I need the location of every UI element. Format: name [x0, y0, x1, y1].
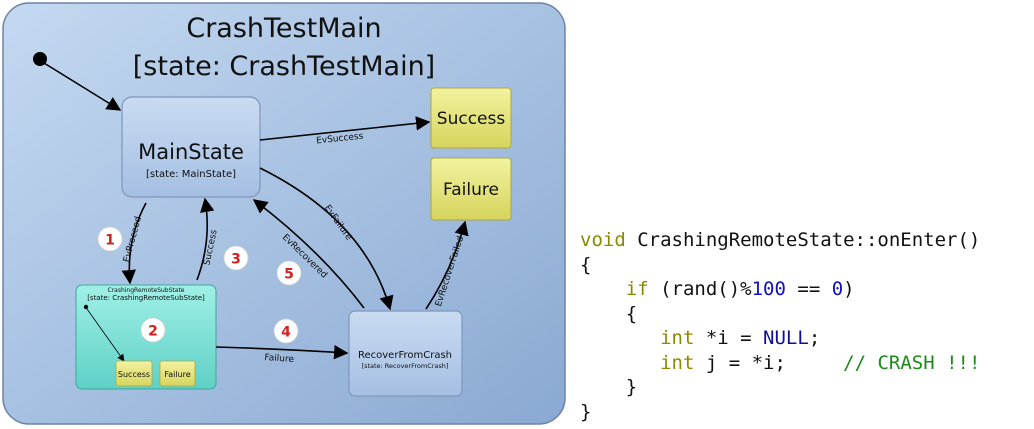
code-line-7: } — [580, 376, 637, 398]
code-text: { — [625, 302, 638, 325]
state-machine-diagram: CrashTestMain [state: CrashTestMain] Mai… — [2, 2, 566, 425]
code-line-8: } — [580, 400, 592, 423]
code-line-6: int j = *i; // CRASH !!! — [580, 352, 980, 374]
marker-1-label: 1 — [105, 233, 115, 249]
code-null: NULL — [763, 327, 809, 349]
failure-state-title: Failure — [443, 180, 499, 200]
sub-success-box[interactable] — [115, 360, 153, 387]
code-number: 100 — [751, 278, 786, 300]
main-state-box[interactable] — [121, 96, 261, 198]
sub-state-title: CrashingRemoteSubState — [108, 287, 185, 294]
code-text: ; — [808, 327, 821, 349]
sub-initial-arrow — [86, 308, 125, 362]
marker-3-label: 3 — [231, 252, 241, 268]
marker-1: 1 — [97, 226, 123, 252]
ev-success-arrow — [259, 116, 431, 141]
code-keyword: int — [660, 327, 695, 349]
main-state-label: [state: MainState] — [146, 169, 236, 180]
recover-state-label: [state: RecoverFromCrash] — [362, 362, 449, 370]
marker-2: 2 — [140, 317, 166, 343]
code-keyword: int — [660, 351, 695, 374]
main-state-title: MainState — [138, 140, 244, 164]
marker-2-label: 2 — [148, 324, 158, 340]
ev-failure-arrow — [259, 167, 394, 311]
code-text: == — [785, 278, 832, 300]
code-keyword: if — [625, 278, 649, 300]
success-state-title: Success — [437, 109, 506, 129]
code-text: CrashingRemoteState::onEnter() — [625, 229, 981, 251]
initial-transition-arrow — [43, 62, 122, 111]
failure-to-recover-arrow — [215, 344, 349, 360]
code-line-2: { — [580, 253, 592, 276]
success-return-arrow — [196, 197, 215, 281]
code-text: *i = — [694, 327, 764, 349]
ev-recovered-arrow — [252, 199, 365, 309]
outer-state-title: CrashTestMain — [186, 13, 381, 44]
code-comment: // CRASH !!! — [843, 351, 981, 374]
sub-failure-box[interactable] — [159, 360, 196, 387]
code-keyword: void — [580, 229, 626, 251]
code-line-5: int *i = NULL; — [580, 327, 820, 349]
code-text: ) — [843, 278, 855, 300]
initial-state-dot — [33, 52, 47, 66]
success-state-box[interactable] — [430, 87, 512, 149]
ev-success-label: EvSuccess — [316, 132, 364, 147]
code-number: 0 — [831, 278, 844, 300]
code-text: } — [625, 376, 638, 398]
outer-state-label: [state: CrashTestMain] — [133, 51, 435, 82]
code-text: (rand()% — [648, 278, 752, 300]
code-text: j = *i; — [694, 351, 786, 374]
failure-state-box[interactable] — [430, 157, 512, 221]
code-line-1: void CrashingRemoteState::onEnter() — [580, 229, 980, 251]
code-snippet: void CrashingRemoteState::onEnter() { if… — [580, 228, 980, 424]
ev-recover-failed-arrow — [425, 220, 469, 310]
marker-4-label: 4 — [281, 325, 291, 341]
sub-state-label: [state: CrashingRemoteSubState] — [87, 294, 205, 302]
code-line-4: { — [580, 303, 637, 325]
marker-5-label: 5 — [284, 267, 294, 283]
marker-5: 5 — [276, 260, 302, 286]
sub-initial-dot — [83, 304, 89, 310]
ev-proceed-arrow — [121, 202, 147, 285]
sub-success-label: Success — [118, 370, 150, 379]
marker-4: 4 — [273, 318, 299, 344]
code-line-3: if (rand()%100 == 0) — [580, 278, 855, 300]
recover-state-box[interactable] — [348, 310, 463, 397]
marker-3: 3 — [223, 245, 249, 271]
recover-state-title: RecoverFromCrash — [358, 350, 452, 361]
sub-failure-label: Failure — [164, 370, 190, 379]
failure-to-recover-label: Failure — [264, 353, 295, 365]
